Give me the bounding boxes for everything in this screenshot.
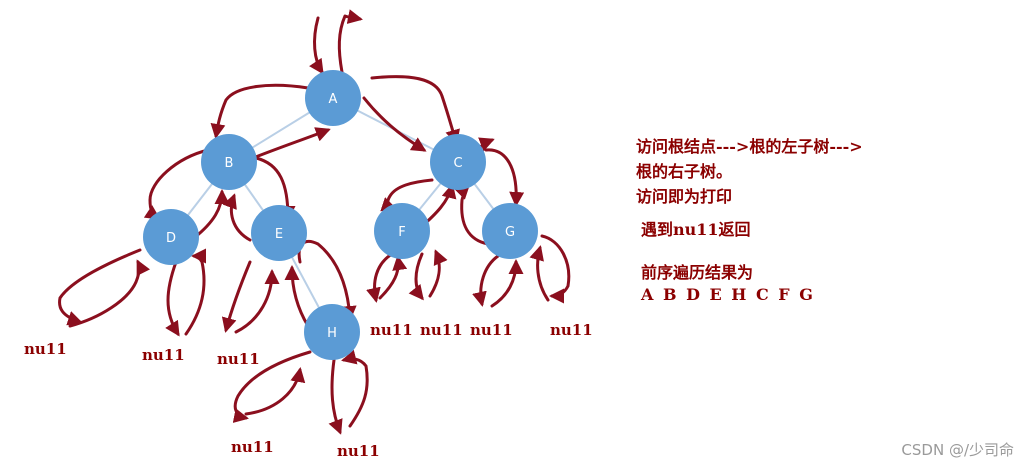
- arrow-h-left-null: [232, 350, 312, 423]
- node-g: G: [482, 203, 538, 259]
- arrow-g-right-null: [540, 234, 571, 304]
- arrow-g-right-return: [529, 245, 550, 302]
- note-line-4: 遇到nu11返回: [641, 220, 751, 239]
- note-line-1: 访问根结点--->根的左子树--->: [636, 137, 863, 156]
- arrow-d-left-return: [68, 259, 151, 328]
- node-a: A: [305, 70, 361, 126]
- null-label: nu11: [337, 442, 380, 460]
- node-circle: [305, 70, 361, 126]
- node-circle: [143, 209, 199, 265]
- arrow-d-right-null: [165, 260, 180, 337]
- node-label: F: [398, 225, 405, 240]
- null-label: nu11: [217, 350, 260, 368]
- node-label: G: [505, 225, 515, 240]
- null-label: nu11: [550, 321, 593, 339]
- node-label: B: [225, 156, 234, 171]
- null-label: nu11: [24, 340, 67, 358]
- arrow-e-back-b: [222, 193, 252, 242]
- node-f: F: [374, 203, 430, 259]
- node-label: A: [329, 92, 338, 107]
- note-line-2: 根的右子树。: [636, 162, 733, 181]
- node-b: B: [201, 134, 257, 190]
- tree-nodes: A B C D E F G H: [143, 70, 538, 360]
- arrow-a-to-b: [210, 83, 310, 139]
- arrow-g-left-return: [490, 259, 524, 308]
- node-circle: [201, 134, 257, 190]
- node-circle: [482, 203, 538, 259]
- note-line-5: 前序遍历结果为: [641, 263, 754, 282]
- null-label: nu11: [142, 346, 185, 364]
- node-label: C: [453, 156, 462, 171]
- note-line-3: 访问即为打印: [636, 187, 733, 206]
- arrow-h-back-e: [284, 265, 310, 328]
- arrow-b-back-a: [246, 127, 331, 162]
- arrow-b-to-d: [143, 148, 210, 220]
- tree-edges: [170, 97, 511, 333]
- node-circle: [251, 205, 307, 261]
- arrow-f-right-null: [408, 252, 424, 301]
- traversal-result: A B D E H C F G: [641, 285, 813, 304]
- arrow-e-left-return: [234, 269, 280, 334]
- arrow-d-right-return: [184, 248, 207, 336]
- arrow-f-right-return: [428, 249, 448, 298]
- null-label: nu11: [370, 321, 413, 339]
- null-label: nu11: [420, 321, 463, 339]
- arrow-d-left-null: [58, 248, 142, 326]
- arrow-e-left-null: [221, 260, 252, 333]
- arrow-a-to-c: [370, 75, 460, 145]
- arrow-c-back-a: [362, 96, 427, 152]
- arrow-c-to-g: [484, 148, 525, 207]
- node-c: C: [430, 134, 486, 190]
- node-label: D: [166, 231, 176, 246]
- node-label: E: [275, 227, 283, 242]
- watermark: CSDN @/少司命: [901, 441, 1014, 459]
- null-labels: nu11 nu11 nu11 nu11 nu11 nu11 nu11 nu11 nu11: [24, 321, 593, 460]
- node-label: H: [327, 326, 337, 341]
- node-e: E: [251, 205, 307, 261]
- arrow-h-right-return: [341, 349, 369, 428]
- node-circle: [430, 134, 486, 190]
- arrow-enter-a: [309, 16, 324, 75]
- null-label: nu11: [470, 321, 513, 339]
- arrow-c-to-f: [380, 178, 434, 212]
- arrow-g-left-null: [472, 254, 500, 307]
- null-label: nu11: [231, 438, 274, 456]
- arrow-f-left-null: [366, 252, 394, 303]
- node-h: H: [304, 304, 360, 360]
- node-circle: [374, 203, 430, 259]
- arrow-exit-a: [337, 9, 363, 74]
- arrow-f-left-return: [378, 255, 408, 300]
- traversal-arrows: [58, 9, 571, 435]
- node-circle: [304, 304, 360, 360]
- arrow-h-right-null: [328, 358, 343, 435]
- arrow-h-left-return: [244, 367, 306, 416]
- node-d: D: [143, 209, 199, 265]
